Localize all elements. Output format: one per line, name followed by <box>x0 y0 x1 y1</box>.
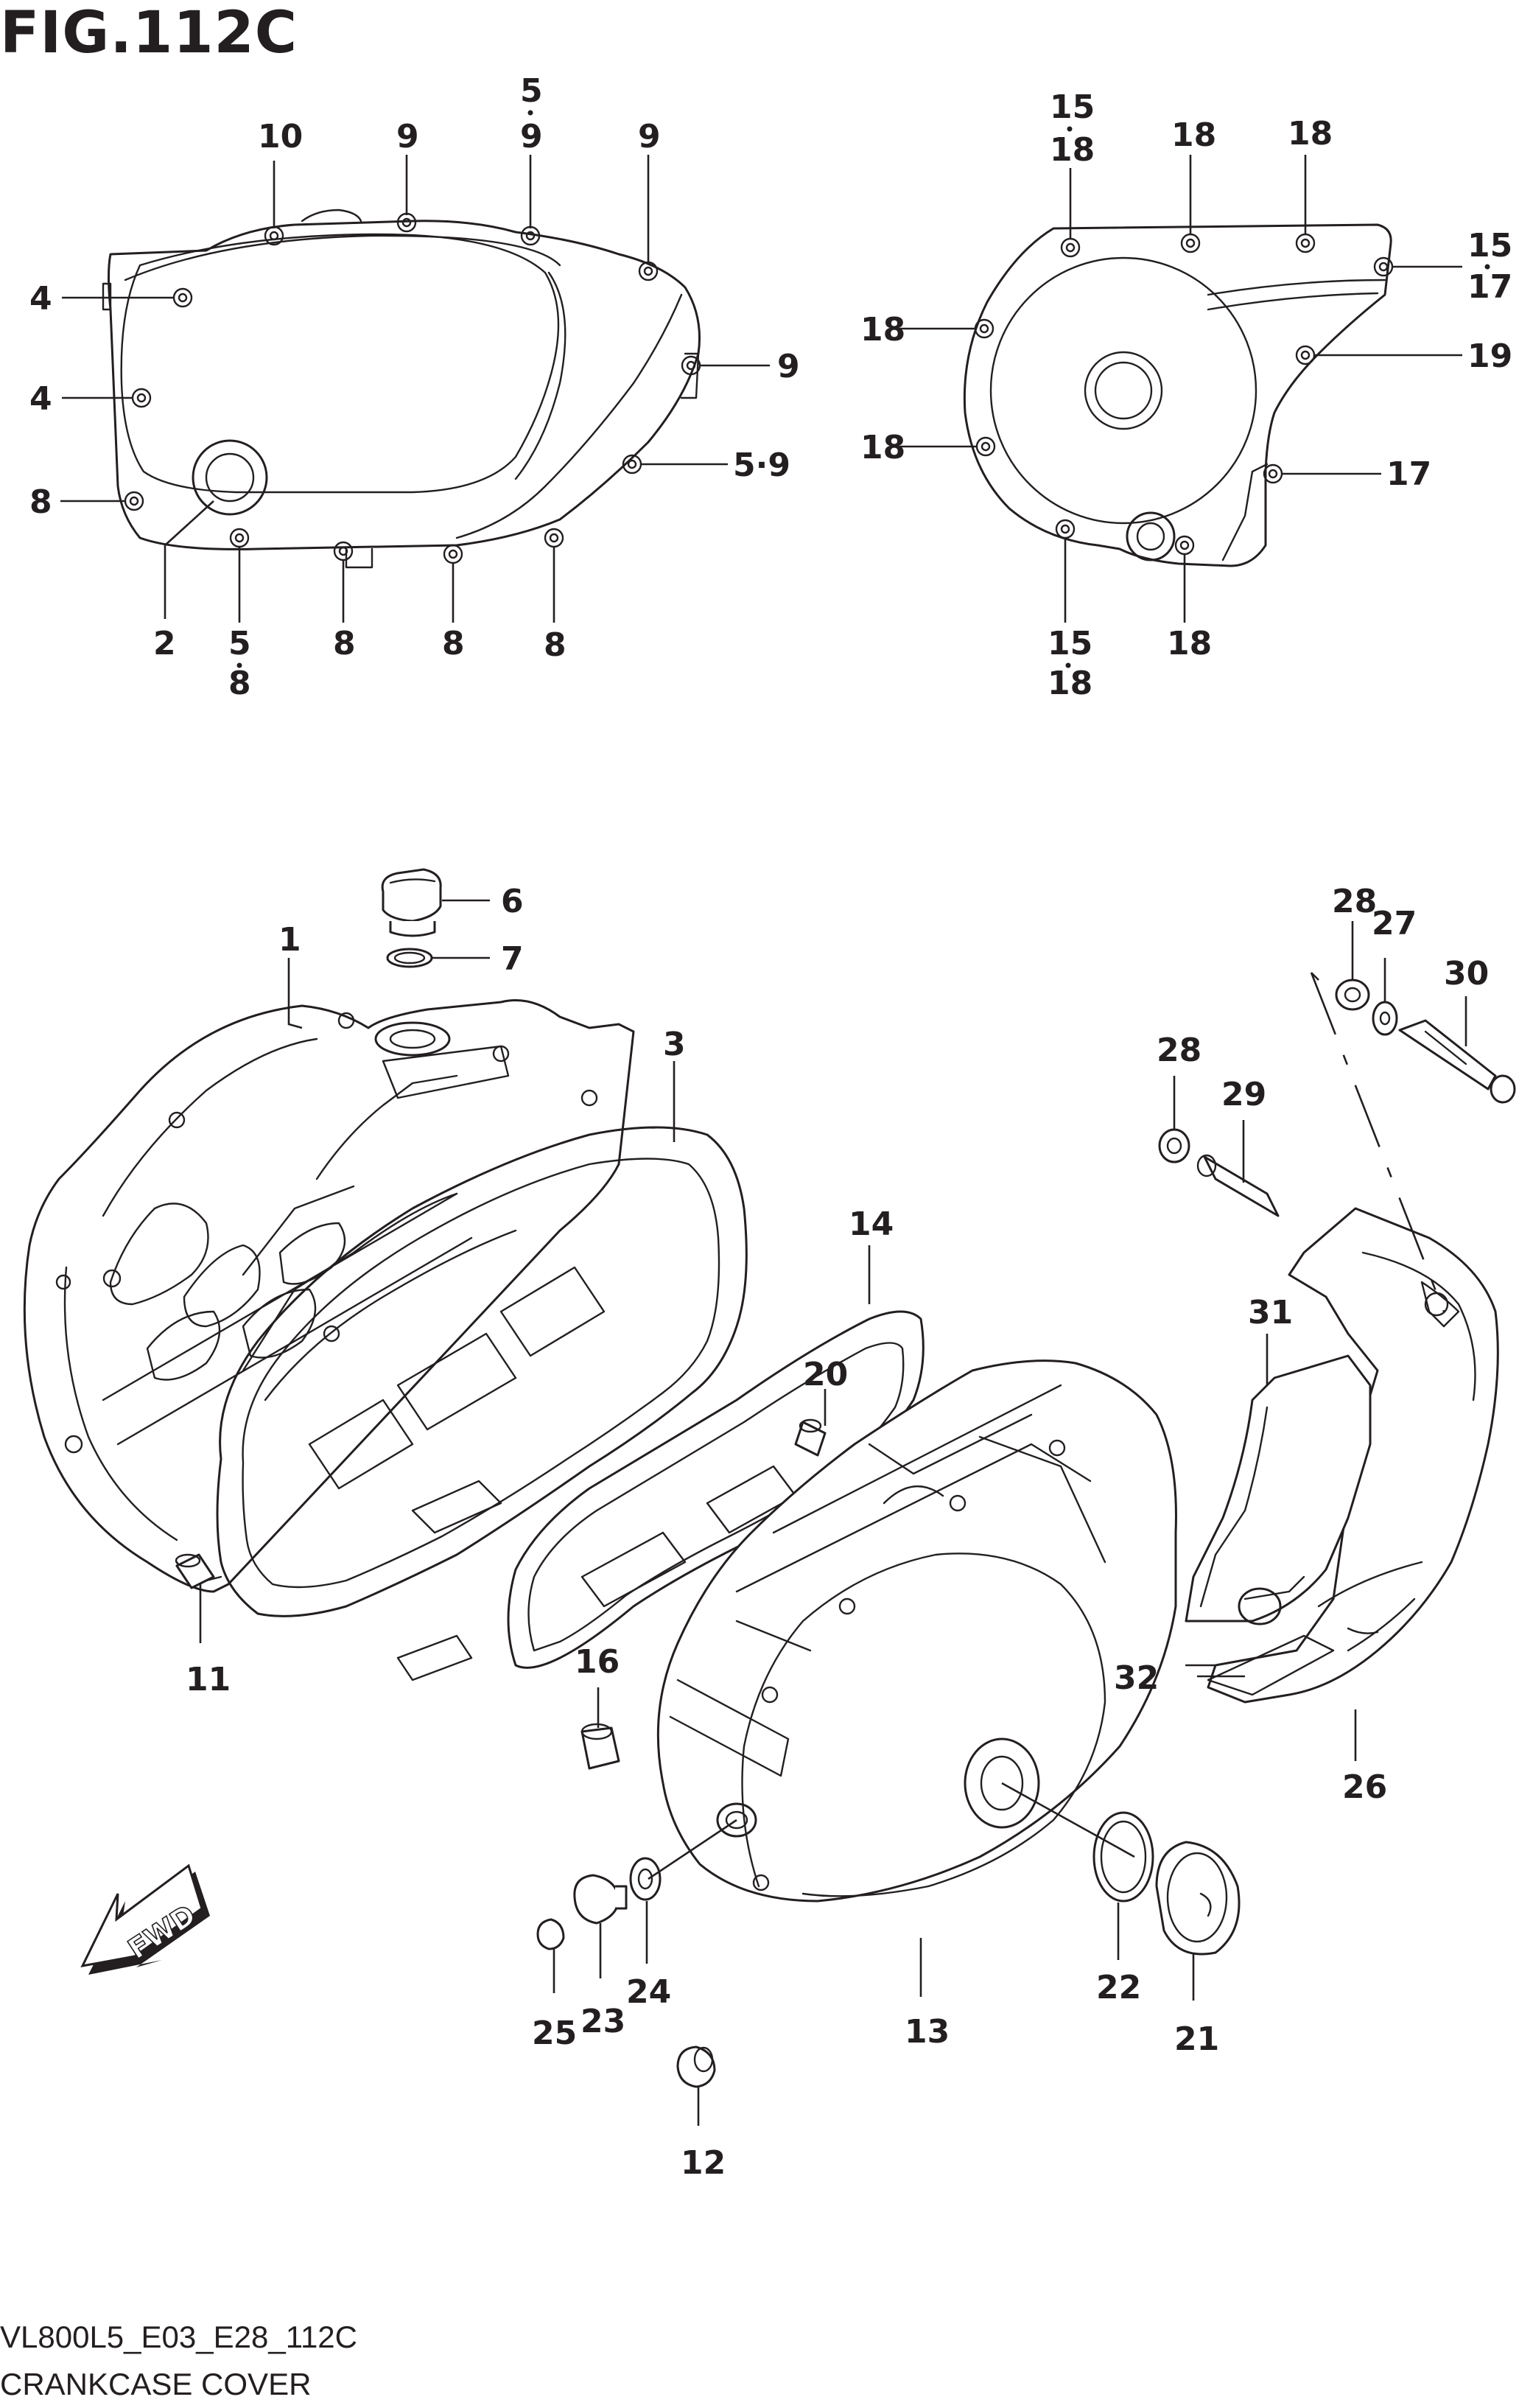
callout-separator-dot <box>1484 264 1490 270</box>
part-28-grommet <box>1158 979 1370 1163</box>
callout-18: 18 <box>1171 116 1216 154</box>
callout-10: 10 <box>258 118 303 155</box>
callout-13: 13 <box>905 2013 950 2051</box>
callout-6: 6 <box>501 883 524 920</box>
callout-9: 9 <box>520 118 543 155</box>
callout-9: 9 <box>396 118 419 155</box>
callout-4: 4 <box>29 280 52 318</box>
part-1-crankcase-cover <box>23 999 635 1593</box>
callout-32: 32 <box>1114 1659 1159 1697</box>
callout-30: 30 <box>1444 955 1489 993</box>
callout-separator-dot <box>1067 126 1073 132</box>
callout-21: 21 <box>1174 2020 1219 2058</box>
callout-18: 18 <box>1048 665 1092 702</box>
callout-27: 27 <box>1372 905 1417 942</box>
part-23-plug <box>573 1874 628 1925</box>
top-left-callouts: 10 9 5 9 9 4 4 9 5·9 8 2 5 8 8 8 8 <box>29 72 800 702</box>
part-25-plug <box>536 1918 565 1950</box>
callout-19: 19 <box>1467 337 1512 375</box>
callout-15: 15 <box>1467 227 1512 265</box>
callout-5: 5 <box>520 72 543 110</box>
diagram-group-name: CRANKCASE COVER <box>0 2367 312 2401</box>
part-30-bolt <box>1398 1019 1516 1104</box>
callout-1: 1 <box>278 921 301 959</box>
part-29-collar <box>1196 1154 1280 1217</box>
part-13-clutch-cover <box>656 1359 1177 1903</box>
part-26-outer-cover <box>1207 1207 1499 1704</box>
top-left-cover-drawing <box>102 209 701 569</box>
part-16-dowel-pin <box>580 1723 620 1770</box>
callout-12: 12 <box>681 2144 726 2182</box>
callout-18: 18 <box>860 311 905 349</box>
part-12-plug <box>676 2045 716 2088</box>
callout-15: 15 <box>1050 88 1095 126</box>
part-7-o-ring <box>386 948 433 968</box>
callout-18: 18 <box>1288 115 1333 153</box>
part-14-gasket <box>396 1310 925 1681</box>
top-right-cover-drawing <box>963 223 1394 567</box>
callout-28: 28 <box>1332 883 1377 920</box>
callout-8: 8 <box>442 625 465 662</box>
callout-18: 18 <box>860 429 905 466</box>
callout-8: 8 <box>544 626 566 664</box>
callout-29: 29 <box>1221 1076 1266 1113</box>
callout-31: 31 <box>1248 1294 1293 1331</box>
callout-9: 9 <box>777 348 800 385</box>
part-24-washer <box>629 1857 662 1901</box>
callout-5: 5 <box>228 625 251 662</box>
callout-8: 8 <box>29 483 52 521</box>
callout-2: 2 <box>153 625 176 662</box>
callout-24: 24 <box>626 1973 671 2011</box>
callout-14: 14 <box>849 1205 894 1243</box>
callout-22: 22 <box>1096 1969 1141 2006</box>
callout-separator-dot <box>527 110 533 116</box>
part-31-inner-cover <box>1185 1354 1372 1696</box>
callout-7: 7 <box>501 940 524 978</box>
part-20-dowel-pin <box>794 1418 827 1457</box>
callout-8: 8 <box>333 625 356 662</box>
callout-18: 18 <box>1050 131 1095 169</box>
callout-5-9: 5·9 <box>733 447 790 484</box>
top-right-leaders <box>899 155 1462 623</box>
part-6-oil-filler-cap <box>381 868 442 937</box>
callout-8: 8 <box>228 665 251 702</box>
fwd-direction-arrow: FWD <box>80 1863 210 1975</box>
callout-9: 9 <box>638 118 661 155</box>
part-22-o-ring <box>1092 1811 1154 1903</box>
callout-18: 18 <box>1167 625 1212 662</box>
exploded-view-callouts: 6 7 1 3 14 11 20 16 28 27 30 28 29 31 32… <box>186 883 1489 2182</box>
callout-4: 4 <box>29 380 52 418</box>
callout-25: 25 <box>532 2015 577 2052</box>
figure-title: FIG.112C <box>0 0 298 66</box>
callout-20: 20 <box>803 1356 848 1393</box>
callout-11: 11 <box>186 1661 231 1698</box>
part-3-gasket <box>216 1126 748 1617</box>
callout-17: 17 <box>1467 268 1512 306</box>
callout-28: 28 <box>1157 1032 1201 1069</box>
callout-17: 17 <box>1386 455 1431 493</box>
exploded-view-leaders <box>199 899 1467 2126</box>
callout-15: 15 <box>1048 625 1092 662</box>
callout-26: 26 <box>1342 1768 1387 1806</box>
part-27-washer <box>1372 1001 1398 1036</box>
part-21-plug <box>1155 1841 1241 1956</box>
top-right-callouts: 15 18 18 18 15 17 18 19 18 17 15 18 18 <box>860 88 1512 702</box>
callout-separator-dot <box>236 662 242 668</box>
callout-separator-dot <box>1065 662 1071 668</box>
callout-16: 16 <box>575 1643 620 1681</box>
callout-23: 23 <box>580 2003 625 2040</box>
part-11-dowel-pin <box>175 1553 215 1589</box>
top-left-leaders <box>60 155 770 623</box>
diagram-code: VL800L5_E03_E28_112C <box>0 2320 357 2354</box>
callout-3: 3 <box>663 1026 686 1063</box>
